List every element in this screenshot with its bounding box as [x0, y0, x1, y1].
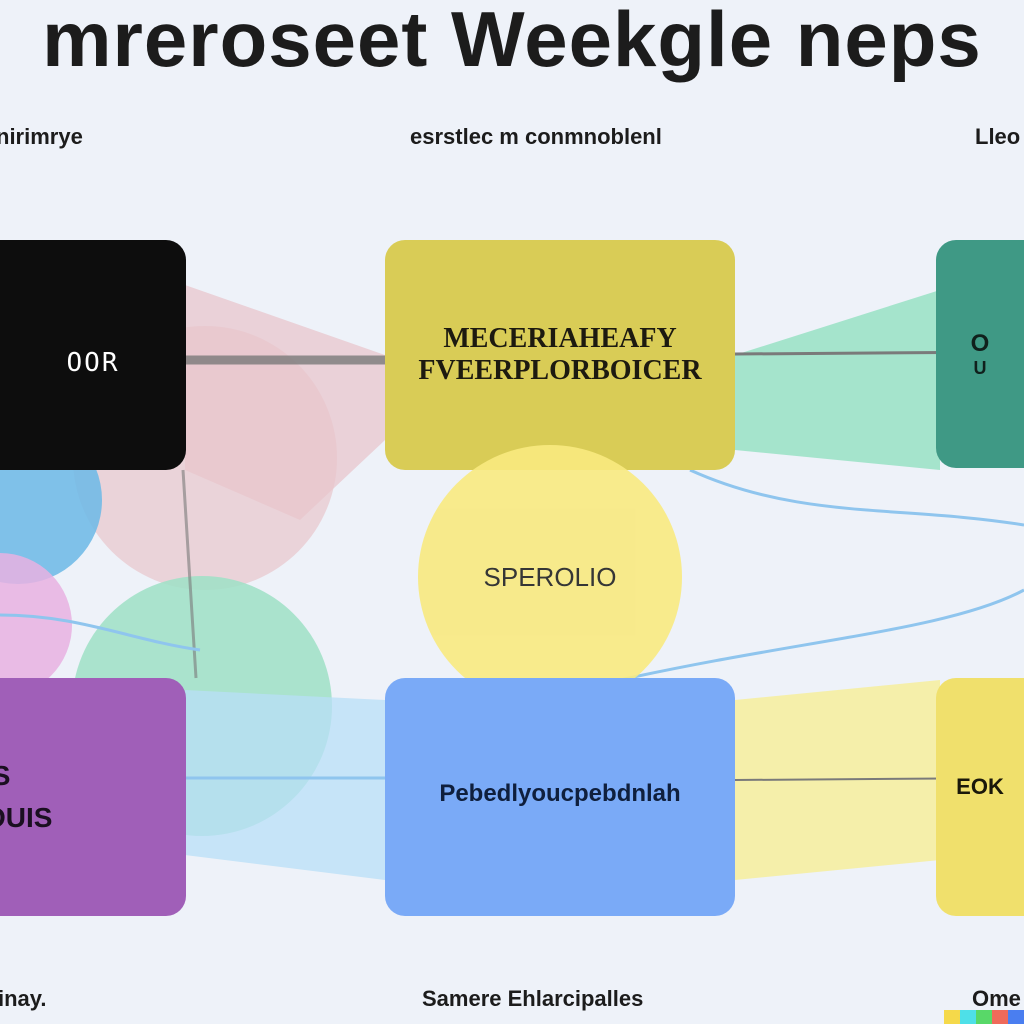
color-strip-segment — [992, 1010, 1008, 1024]
node-center-circle: SPEROLIO — [418, 445, 682, 709]
node-left-top-label: OOR — [66, 348, 120, 378]
footer-label-left: inay. — [0, 986, 47, 1011]
color-strip-segment — [1008, 1010, 1024, 1024]
footer-label-center: Samere Ehlarcipalles — [422, 986, 644, 1011]
node-left-top: OOR — [0, 240, 186, 470]
node-left-bottom-line2: OUIS — [0, 802, 53, 833]
footer-label-right: Ome — [972, 986, 1021, 1011]
node-center-bottom-label: Pebedlyoucpebdnlah — [439, 780, 681, 807]
node-center-top-line1: MECERIAHEAFY — [443, 323, 677, 354]
node-center-top-line2: FVEERPLORBOICER — [418, 355, 702, 386]
light-blue-fan-connector — [185, 690, 385, 880]
column-label-right: Lleo — [975, 124, 1021, 149]
diagram-title: mreroseet Weekgle neps — [42, 0, 982, 83]
node-right-top: O U — [936, 240, 1024, 468]
color-strip-segment — [960, 1010, 976, 1024]
connector-line-vertical-left — [181, 469, 198, 679]
color-strip — [944, 1010, 1024, 1024]
node-right-bottom: EOK — [936, 678, 1024, 916]
color-strip-segment — [944, 1010, 960, 1024]
column-label-center: esrstlec m conmnoblenl — [410, 124, 662, 149]
node-left-bottom: IS OUIS — [0, 678, 186, 916]
node-center-bottom: Pebedlyoucpebdnlah — [385, 678, 735, 916]
node-left-bottom-line1: IS — [0, 760, 11, 791]
wave-line-upper — [689, 468, 1024, 527]
node-right-top-line2: U — [973, 357, 987, 378]
node-right-top-line1: O — [970, 329, 990, 357]
wave-line-left — [0, 613, 201, 652]
node-right-bottom-label: EOK — [956, 774, 1004, 799]
color-strip-segment — [976, 1010, 992, 1024]
lilac-blob — [0, 553, 72, 697]
wave-line-lower — [619, 588, 1024, 682]
node-center-top: MECERIAHEAFY FVEERPLORBOICER — [385, 240, 735, 470]
node-center-circle-label: SPEROLIO — [483, 561, 617, 592]
mint-fan-connector — [735, 290, 940, 470]
column-label-left: nirimrye — [0, 124, 83, 149]
